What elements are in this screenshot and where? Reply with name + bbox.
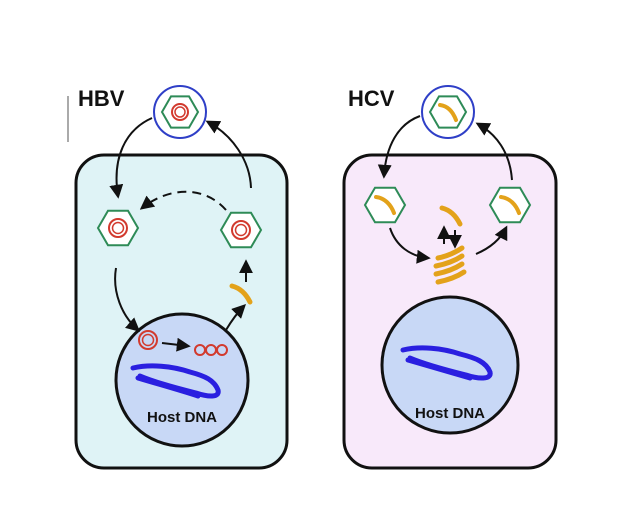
hcv-virion <box>421 85 475 139</box>
hbv-host-dna-icon <box>130 363 221 399</box>
hexagon-capsid-icon <box>160 95 200 129</box>
hbv-nuclear-import-arrow <box>114 267 141 332</box>
hbv-panel: HBV Host DNA <box>74 85 289 470</box>
hbv-exit-arrow <box>205 120 252 189</box>
rna-strand-icon <box>229 283 253 305</box>
hcv-nucleus <box>380 295 520 435</box>
rna-strand-icon <box>433 261 465 277</box>
hcv-uncoating-arrow <box>389 227 431 264</box>
circular-dna-icon <box>231 220 251 240</box>
circular-dna-inner <box>234 223 248 237</box>
rna-strand-icon <box>435 245 465 261</box>
circular-dna-icon <box>108 218 128 238</box>
hexagon-capsid-icon <box>363 186 407 224</box>
rna-strand-icon <box>433 253 465 269</box>
hbv-cccdna <box>138 330 158 350</box>
hbv-host-dna-label: Host DNA <box>147 409 217 426</box>
hcv-title: HCV <box>348 86 395 111</box>
hbv-capsid-left <box>96 209 140 247</box>
hbv-transcripts <box>194 344 228 356</box>
hbv-export-arrow <box>225 304 246 331</box>
hbv-capsid-right <box>219 211 263 249</box>
rna-strand-icon <box>435 269 467 285</box>
hcv-capsid-left <box>363 186 407 224</box>
hbv-transcription-arrow <box>161 337 191 352</box>
rna-strand-icon <box>439 205 463 227</box>
hcv-exit-arrow <box>475 122 513 181</box>
hbv-entry-arrow <box>109 117 153 199</box>
hbv-title: HBV <box>78 86 125 111</box>
hcv-host-dna-icon <box>400 345 493 381</box>
hcv-entry-arrow <box>377 115 421 179</box>
rna-strand-icon <box>438 103 458 122</box>
circular-dna-inner <box>141 333 155 347</box>
rna-strand-icon <box>499 195 521 215</box>
hbv-nucleus <box>114 312 250 448</box>
circular-dna-icon <box>138 330 158 350</box>
hexagon-capsid-icon <box>428 95 468 129</box>
hexagon-capsid-icon <box>488 186 532 224</box>
circular-dna-inner <box>174 106 186 118</box>
hcv-capsid-right <box>488 186 532 224</box>
hcv-panel: HCV Host DNA <box>342 85 558 470</box>
hcv-rna-stack <box>433 245 467 285</box>
hbv-recycle-arrow <box>139 190 227 211</box>
rna-strand-icon <box>374 195 396 215</box>
hexagon-capsid-icon <box>219 211 263 249</box>
transcript-circle <box>216 344 228 356</box>
hbv-virion <box>153 85 207 139</box>
circular-dna-icon <box>171 103 189 121</box>
circular-dna-inner <box>111 221 125 235</box>
hexagon-capsid-icon <box>96 209 140 247</box>
hcv-assembly-arrow <box>475 225 508 255</box>
hcv-host-dna-label: Host DNA <box>415 405 485 422</box>
